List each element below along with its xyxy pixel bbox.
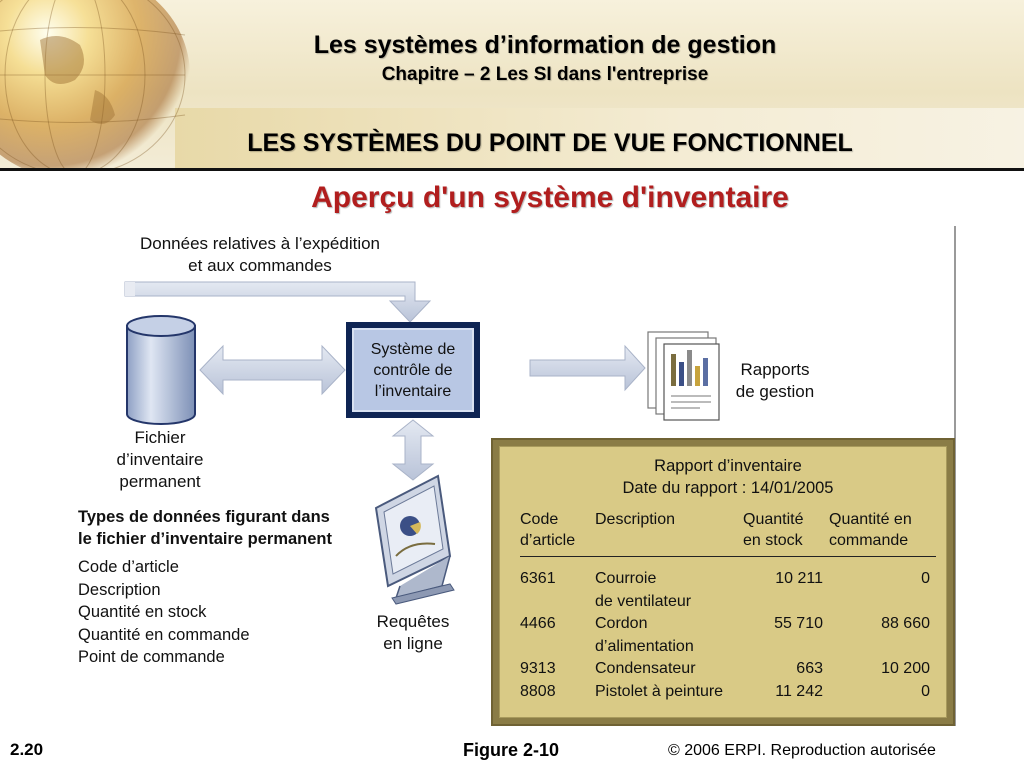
table-header-row: Code d’article Description Quantité en s… — [520, 509, 936, 557]
cell-description: Cordon d’alimentation — [595, 613, 743, 658]
cell-description-line-1: Courroie — [595, 570, 657, 587]
inventory-system-diagram: Données relatives à l’expédition et aux … — [70, 226, 956, 726]
header-divider — [0, 168, 1024, 171]
cell-code: 9313 — [520, 660, 556, 677]
copyright-notice: © 2006 ERPI. Reproduction autorisée — [668, 742, 936, 759]
column-header-code: Code d’article — [520, 509, 595, 557]
file-system-double-arrow — [199, 344, 346, 396]
shipping-data-line-1: Données relatives à l’expédition — [139, 234, 381, 253]
management-reports-line-1: Rapports — [740, 360, 810, 379]
cell-on-order: 88 660 — [881, 615, 930, 632]
column-header-in-stock-line-2: en stock — [743, 532, 803, 549]
inventory-control-system-inner: Système de contrôle de l’inventaire — [352, 328, 474, 412]
shipping-data-line-2: et aux commandes — [188, 256, 332, 275]
inventory-file-line-1: Fichier — [134, 428, 186, 447]
cell-description-line-2: de ventilateur — [595, 592, 692, 610]
cell-description-line-1: Condensateur — [595, 660, 696, 677]
cell-description-line-1: Cordon — [595, 615, 648, 632]
column-header-code-line-1: Code — [520, 511, 559, 528]
cell-description: Condensateur — [595, 658, 743, 681]
cell-on-order: 0 — [921, 682, 930, 700]
shipping-data-arrow — [124, 281, 432, 323]
data-types-block: Types de données figurant dans le fichie… — [78, 506, 378, 669]
management-reports-label: Rapports de gestion — [720, 359, 830, 403]
column-header-in-stock: Quantité en stock — [743, 509, 829, 557]
control-system-line-3: l’inventaire — [374, 382, 452, 400]
inventory-file-line-2: d’inventaire — [116, 450, 204, 469]
shipping-data-label: Données relatives à l’expédition et aux … — [125, 233, 395, 277]
control-system-line-2: contrôle de — [373, 361, 453, 379]
report-documents-icon — [647, 331, 720, 421]
column-header-code-line-2: d’article — [520, 532, 576, 549]
cell-code: 6361 — [520, 570, 556, 587]
column-header-in-stock-line-1: Quantité — [743, 511, 804, 528]
globe-grid-icon — [0, 0, 186, 168]
inventory-file-line-3: permanent — [119, 472, 201, 491]
main-title: Les systèmes d’information de gestion — [313, 31, 777, 59]
online-terminal-icon — [374, 474, 455, 605]
inventory-table: Code d’article Description Quantité en s… — [520, 509, 936, 703]
column-header-description: Description — [595, 509, 743, 557]
column-header-description-line-1: Description — [595, 511, 676, 528]
inventory-file-icon — [126, 315, 196, 425]
list-item: Quantité en commande — [78, 625, 250, 644]
online-queries-label: Requêtes en ligne — [363, 611, 463, 655]
online-queries-line-2: en ligne — [383, 634, 443, 653]
list-item: Point de commande — [78, 648, 225, 666]
cell-on-order: 10 200 — [881, 660, 930, 677]
management-reports-line-2: de gestion — [735, 382, 815, 401]
data-types-heading-line-2: le fichier d’inventaire permanent — [78, 530, 332, 548]
cell-in-stock: 55 710 — [774, 615, 823, 632]
cell-code: 8808 — [520, 682, 556, 700]
table-row: 4466 Cordon d’alimentation 55 710 88 660 — [520, 613, 936, 658]
column-header-on-order-line-1: Quantité en — [829, 511, 912, 528]
chapter-title: Chapitre – 2 Les SI dans l'entreprise — [381, 64, 709, 85]
cell-code: 4466 — [520, 615, 556, 632]
slide-number: 2.20 — [10, 740, 44, 759]
header-fade — [175, 108, 1024, 168]
cell-in-stock: 11 242 — [775, 682, 823, 700]
inventory-control-system-box: Système de contrôle de l’inventaire — [346, 322, 480, 418]
cell-description-line-2: d’alimentation — [595, 637, 694, 655]
cell-description: Courroie de ventilateur — [595, 557, 743, 614]
cell-in-stock: 663 — [796, 660, 823, 677]
data-types-list: Code d’article Description Quantité en s… — [78, 556, 378, 669]
globe-image — [0, 0, 190, 168]
table-row: 6361 Courroie de ventilateur 10 211 0 — [520, 557, 936, 614]
control-system-line-1: Système de — [370, 340, 456, 358]
report-date: Date du rapport : 14/01/2005 — [622, 479, 834, 497]
table-row: 8808 Pistolet à peinture 11 242 0 — [520, 681, 936, 704]
cell-on-order: 0 — [921, 570, 930, 587]
list-item: Code d’article — [78, 558, 179, 576]
inventory-report: Rapport d’inventaire Date du rapport : 1… — [499, 446, 947, 718]
list-item: Quantité en stock — [78, 603, 207, 621]
data-types-heading-line-1: Types de données figurant dans — [78, 508, 330, 526]
column-header-on-order: Quantité en commande — [829, 509, 936, 557]
report-title: Rapport d’inventaire — [654, 457, 802, 475]
column-header-on-order-line-2: commande — [829, 532, 909, 549]
system-queries-double-arrow — [391, 419, 435, 481]
figure-caption: Figure 2-10 — [463, 740, 560, 760]
cell-description: Pistolet à peinture — [595, 681, 743, 704]
list-item: Description — [78, 580, 161, 599]
cell-in-stock: 10 211 — [775, 570, 823, 587]
table-row: 9313 Condensateur 663 10 200 — [520, 658, 936, 681]
cell-description-line-1: Pistolet à peinture — [595, 682, 724, 700]
inventory-report-panel: Rapport d’inventaire Date du rapport : 1… — [491, 438, 955, 726]
inventory-file-label: Fichier d’inventaire permanent — [100, 427, 220, 493]
online-queries-line-1: Requêtes — [376, 612, 450, 631]
section-title: LES SYSTÈMES DU POINT DE VUE FONCTIONNEL — [247, 129, 853, 157]
slide-title: Aperçu d'un système d'inventaire — [311, 181, 789, 214]
reports-arrow — [529, 344, 646, 392]
diagram-graphics — [124, 281, 720, 605]
data-types-heading: Types de données figurant dans le fichie… — [78, 506, 378, 550]
header-band — [0, 0, 1024, 168]
